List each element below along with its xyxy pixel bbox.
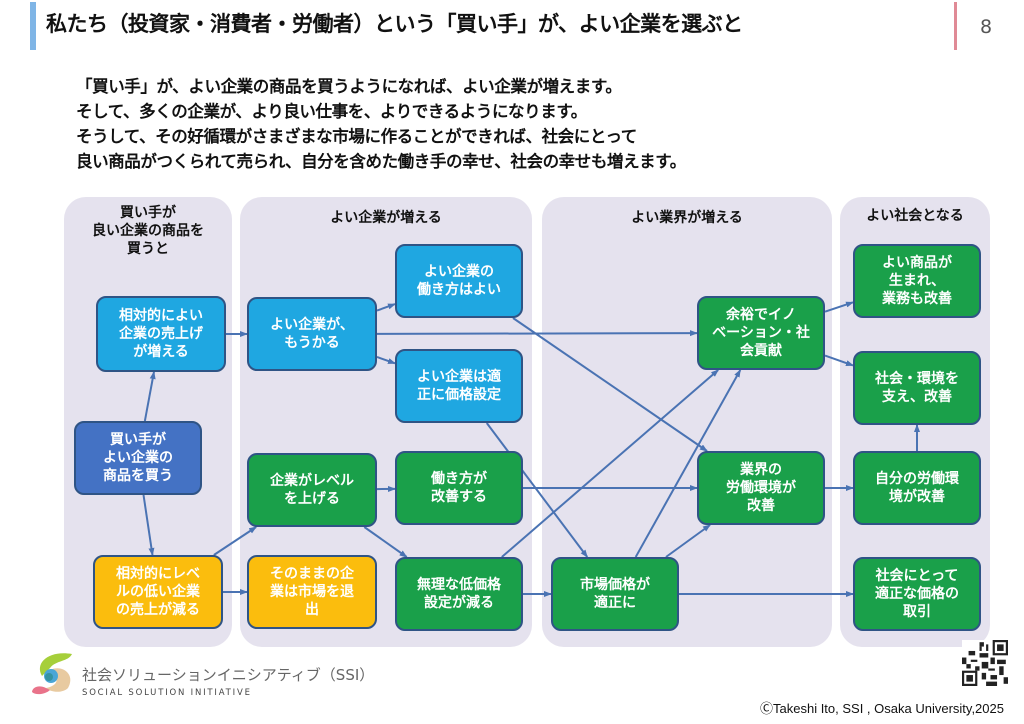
logo-name-en: SOCIAL SOLUTION INITIATIVE [82,688,252,698]
node-good-company-good-work-style: よい企業の働き方はよい [395,244,523,318]
node-innovation-social-contribution: 余裕でイノベーション・社会貢献 [697,296,825,370]
lane-title-companies: よい企業が増える [330,210,442,226]
page-number: 8 [980,16,993,38]
node-good-company-fair-pricing: よい企業は適正に価格設定 [395,349,523,423]
logo-name-jp: 社会ソリューションイニシアティブ（SSI） [82,666,375,684]
intro-line: 良い商品がつくられて売られ、自分を含めた働き手の幸せ、社会の幸せも増えます。 [76,152,686,171]
lane-title-line: 良い企業の商品を [92,223,204,239]
node-good-company-profits: よい企業が、もうかる [247,297,377,371]
title-accent-bar [30,2,36,50]
ssi-logo-icon [32,653,72,695]
lane-title-society: よい社会となる [866,208,964,224]
node-good-company-sales-increase: 相対的によい企業の売上げが増える [96,296,226,372]
node-buyers-buy-good-products: 買い手がよい企業の商品を買う [74,421,202,495]
node-good-products-born: よい商品が生まれ、業務も改善 [853,244,981,318]
page-accent-bar [954,2,957,50]
node-unreasonable-low-prices-decrease: 無理な低価格設定が減る [395,557,523,631]
node-own-labor-environment-improves: 自分の労働環境が改善 [853,451,981,525]
intro-line: そして、多くの企業が、より良い仕事を、よりできるようになります。 [76,102,587,121]
node-work-style-improves: 働き方が改善する [395,451,523,525]
slide-title: 私たち（投資家・消費者・労働者）という「買い手」が、よい企業を選ぶと [46,12,743,36]
copyright-text: ⒸTakeshi Ito, SSI , Osaka University,202… [760,701,1004,716]
lane-title-buyers: 買い手が 良い企業の商品を 買うと [64,204,232,258]
node-market-price-fair: 市場価格が適正に [551,557,679,631]
lane-title-industries: よい業界が増える [631,210,743,226]
node-companies-exit-market: そのままの企業は市場を退出 [247,555,377,629]
node-companies-level-up: 企業がレベルを上げる [247,453,377,527]
node-low-level-company-sales-decrease: 相対的にレベルの低い企業の売上が減る [93,555,223,629]
lane-title-line: 買い手が [120,205,176,221]
intro-line: 「買い手」が、よい企業の商品を買うようになれば、よい企業が増えます。 [76,77,622,96]
node-industry-labor-environment-improves: 業界の労働環境が改善 [697,451,825,525]
node-fair-price-transactions: 社会にとって適正な価格の取引 [853,557,981,631]
node-support-society-environment: 社会・環境を支え、改善 [853,351,981,425]
intro-text: 「買い手」が、よい企業の商品を買うようになれば、よい企業が増えます。 そして、多… [76,74,686,174]
lane-title-line: 買うと [127,241,169,257]
intro-line: そうして、その好循環がさまざまな市場に作ることができれば、社会にとって [76,127,637,146]
qr-code-icon[interactable] [962,640,1008,686]
